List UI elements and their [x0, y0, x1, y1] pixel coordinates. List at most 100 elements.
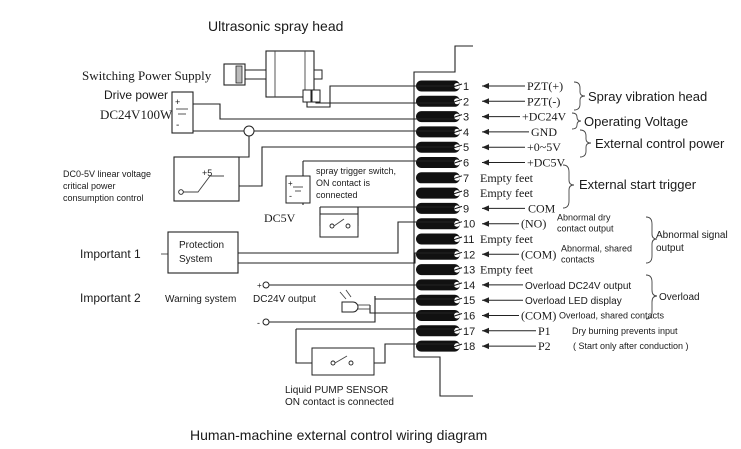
- pin-5-number: 5: [463, 142, 469, 154]
- pin-4-number: 4: [463, 127, 469, 139]
- pin-15-slot: [449, 297, 463, 303]
- pin-17-label: P1: [538, 324, 551, 338]
- dc5v-plus: +: [288, 179, 293, 188]
- pin-10-note-1: Abnormal dry: [557, 213, 611, 223]
- pin-9-arrow: [482, 205, 525, 212]
- pin-14: 14: [416, 279, 475, 292]
- pin-5-arrow: [482, 144, 525, 151]
- pin-10-number: 10: [463, 219, 475, 231]
- pin-16-note-1: Overload, shared contacts: [559, 311, 665, 321]
- pin-10-label: (NO): [521, 217, 546, 231]
- pin-17-number: 17: [463, 326, 475, 338]
- pin-12-number: 12: [463, 249, 475, 261]
- linear-label-3: consumption control: [63, 193, 144, 203]
- trigger-label-3: connected: [316, 190, 358, 200]
- protection-system: Important 1 Protection System: [80, 231, 239, 274]
- pin-13-label: Empty feet: [480, 263, 534, 277]
- pin-1-number: 1: [463, 81, 469, 93]
- pin-8-label: Empty feet: [480, 186, 534, 200]
- pin-8-slot: [449, 190, 463, 196]
- pin-9-body: [416, 202, 460, 214]
- group-overload: Overload: [659, 292, 700, 303]
- pin-10-arrow: [482, 220, 519, 227]
- pin-15-body: [416, 294, 460, 306]
- pin-3-number: 3: [463, 112, 469, 124]
- pump-sensor: Liquid PUMP SENSOR ON contact is connect…: [285, 347, 394, 408]
- protection-label-1: Protection: [179, 240, 224, 251]
- pin-12-label: (COM): [521, 247, 556, 261]
- pin-13-body: [416, 264, 460, 276]
- trigger-label-1: spray trigger switch,: [316, 166, 396, 176]
- pin-17-note-1: Dry burning prevents input: [572, 326, 678, 336]
- pin-3-body: [416, 111, 460, 123]
- pin-2-arrow: [482, 98, 525, 105]
- pin-1: 1: [416, 80, 469, 93]
- pump-label-2: ON contact is connected: [285, 397, 394, 408]
- pin-11-label: Empty feet: [480, 232, 534, 246]
- pin-12-note-1: Abnormal, shared: [561, 243, 632, 253]
- pin-5-label: +0~5V: [527, 140, 561, 154]
- group-abnormal-1: Abnormal signal: [656, 230, 728, 241]
- signal-arrows: [482, 83, 536, 350]
- pin-10: 10: [416, 218, 475, 231]
- linear-plus5: +5: [202, 168, 212, 178]
- trigger-circuit: + - DC5V spray trigger switch, ON contac…: [264, 166, 396, 238]
- pin-5-slot: [449, 144, 463, 150]
- pin-4: 4: [416, 126, 469, 139]
- drive-power-label: Drive power: [104, 88, 168, 102]
- pin-17: 17: [416, 325, 475, 338]
- protection-label-2: System: [179, 254, 212, 265]
- pin-4-body: [416, 126, 460, 138]
- pin-7-slot: [449, 175, 463, 181]
- pin-18-label: P2: [538, 339, 551, 353]
- warn-minus: -: [257, 318, 260, 328]
- pin-2-number: 2: [463, 96, 469, 108]
- warn-output-label: DC24V output: [253, 294, 316, 305]
- important-2-label: Important 2: [80, 291, 141, 305]
- pin-18-note-1: ( Start only after conduction ): [573, 341, 689, 351]
- warn-plus: +: [257, 281, 262, 290]
- wiring: [193, 85, 455, 364]
- pin-17-slot: [449, 328, 463, 334]
- pin-16-slot: [449, 313, 463, 318]
- group-spray-head: Spray vibration head: [588, 89, 707, 104]
- pin-18-body: [416, 340, 460, 352]
- pin-1-arrow: [482, 83, 525, 89]
- pin-8: 8: [416, 187, 469, 200]
- pin-15: 15: [416, 294, 475, 307]
- pin-5: 5: [416, 141, 469, 154]
- important-1-label: Important 1: [80, 247, 141, 261]
- group-abnormal-2: output: [656, 243, 684, 254]
- switching-power-supply: Switching Power Supply Drive power DC24V…: [82, 68, 212, 134]
- pin-6-label: +DC5V: [527, 156, 565, 170]
- pin-3-arrow: [482, 113, 520, 120]
- pin-18: 18: [416, 340, 475, 353]
- pin-3: 3: [416, 111, 469, 124]
- group-operating-voltage: Operating Voltage: [584, 114, 688, 129]
- pin-2-label: PZT(-): [527, 94, 560, 108]
- pump-label-1: Liquid PUMP SENSOR: [285, 385, 388, 396]
- pin-8-body: [416, 187, 460, 199]
- pin-2-body: [416, 95, 460, 107]
- group-external-trigger: External start trigger: [579, 177, 697, 192]
- spray-head-label: Ultrasonic spray head: [208, 18, 343, 34]
- pin-10-note-2: contact output: [557, 224, 614, 234]
- pin-12-body: [416, 248, 460, 260]
- pin-14-slot: [449, 282, 463, 288]
- pin-18-arrow: [482, 343, 536, 350]
- pin-11: 11: [416, 233, 474, 246]
- diagram-title: Human-machine external control wiring di…: [190, 427, 487, 443]
- pin-6-arrow: [482, 159, 525, 166]
- psu-label: Switching Power Supply: [82, 68, 212, 83]
- pin-7-number: 7: [463, 173, 469, 185]
- pin-4-label: GND: [531, 125, 557, 139]
- pin-17-arrow: [482, 327, 536, 334]
- pin-6: 6: [416, 157, 469, 170]
- pin-11-body: [416, 233, 460, 245]
- pin-10-slot: [449, 221, 463, 227]
- pin-16-body: [416, 310, 460, 321]
- pin-7-label: Empty feet: [480, 171, 534, 185]
- pin-2: 2: [416, 95, 469, 108]
